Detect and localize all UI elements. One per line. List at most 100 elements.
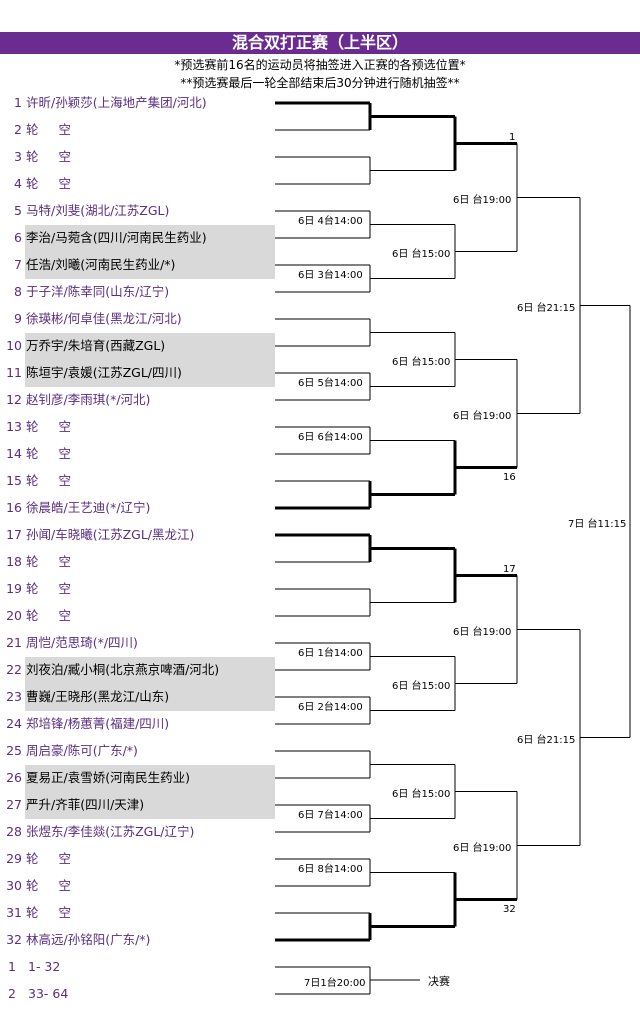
entry-number: 22 xyxy=(6,662,22,677)
r3-match-time: 6日 台19:00 xyxy=(453,194,512,206)
r2-match-time: 6日 台15:00 xyxy=(392,680,451,692)
entry-number: 12 xyxy=(6,392,22,407)
bye-text: 轮 xyxy=(26,608,39,623)
bye-text: 空 xyxy=(58,581,72,596)
final-time-label: 7日1台20:00 xyxy=(304,978,366,989)
entry-number: 11 xyxy=(6,365,22,380)
r3-match-time: 6日 台19:00 xyxy=(453,626,512,638)
r3-match-time: 6日 台19:00 xyxy=(453,842,512,854)
bye-text: 轮 xyxy=(26,149,39,164)
r4-match-time: 6日 台21:15 xyxy=(517,734,576,746)
entry-name: 严升/齐菲(四川/天津) xyxy=(26,797,145,812)
bye-text: 空 xyxy=(58,149,72,164)
entry-number: 23 xyxy=(6,689,22,704)
entry-name: 夏易正/袁雪娇(河南民生药业) xyxy=(26,770,190,785)
entry-number: 15 xyxy=(6,473,22,488)
seed-box xyxy=(25,765,275,819)
draw-entry: 7 任浩/刘曦(河南民生药业/*) xyxy=(0,253,175,277)
entry-name: 周启豪/陈可(广东/*) xyxy=(26,743,138,758)
bye-text: 空 xyxy=(58,554,72,569)
entry-number: 19 xyxy=(6,581,22,596)
entry-name: 许昕/孙颖莎(上海地产集团/河北) xyxy=(26,95,207,110)
r4-match-time: 6日 台21:15 xyxy=(517,302,576,314)
draw-entry: 28 张煜东/李佳燚(江苏ZGL/辽宁) xyxy=(0,820,194,844)
draw-entry: 32 林高远/孙铭阳(广东/*) xyxy=(0,928,150,952)
seed-label: 16 xyxy=(503,471,516,483)
r1-match-time: 6日 8台14:00 xyxy=(298,863,363,875)
bye-text: 轮 xyxy=(26,176,39,191)
entry-name: 赵钊彦/李雨琪(*/河北) xyxy=(26,392,151,407)
final-label: 决赛 xyxy=(428,975,450,988)
bye-text: 轮 xyxy=(26,419,39,434)
entry-number: 7 xyxy=(14,257,22,272)
draw-entry: 19 轮 空 xyxy=(0,577,71,601)
r2-match-time: 6日 台15:00 xyxy=(392,356,451,368)
entry-name: 林高远/孙铭阳(广东/*) xyxy=(26,932,151,947)
seed-label: 1 xyxy=(509,131,516,143)
bye-text: 轮 xyxy=(26,554,39,569)
bye-text: 空 xyxy=(58,446,72,461)
entry-name: 徐晨皓/王艺迪(*/辽宁) xyxy=(26,500,151,515)
entry-number: 14 xyxy=(6,446,22,461)
entry-number: 13 xyxy=(6,419,22,434)
r1-match-time: 6日 5台14:00 xyxy=(298,377,363,389)
entry-name: 张煜东/李佳燚(江苏ZGL/辽宁) xyxy=(26,824,195,839)
bye-text: 空 xyxy=(58,608,72,623)
entry-number: 25 xyxy=(6,743,22,758)
draw-entry: 18 轮 空 xyxy=(0,550,71,574)
bye-text: 空 xyxy=(58,473,72,488)
entry-number: 1 xyxy=(14,95,22,110)
bye-text: 轮 xyxy=(26,878,39,893)
entry-number: 26 xyxy=(6,770,22,785)
draw-entry: 8 于子洋/陈幸同(山东/辽宁) xyxy=(0,280,169,304)
entry-name: 马特/刘斐(湖北/江苏ZGL) xyxy=(26,203,170,218)
entry-name: 孙闻/车晓曦(江苏ZGL/黑龙江) xyxy=(26,527,195,542)
r1-match-time: 6日 2台14:00 xyxy=(298,701,363,713)
bye-text: 空 xyxy=(58,122,72,137)
r2-match-time: 6日 台15:00 xyxy=(392,788,451,800)
entry-number: 21 xyxy=(6,635,22,650)
draw-entry: 12 赵钊彦/李雨琪(*/河北) xyxy=(0,388,150,412)
r1-match-time: 6日 4台14:00 xyxy=(298,215,363,227)
note-line-1: *预选赛前16名的运动员将抽签进入正赛的各预选位置* xyxy=(174,58,466,72)
entry-name: 于子洋/陈幸同(山东/辽宁) xyxy=(26,284,170,299)
entry-number: 24 xyxy=(6,716,22,731)
bye-text: 轮 xyxy=(26,851,39,866)
entry-name: 万乔宇/朱培育(西藏ZGL) xyxy=(26,338,166,353)
entry-number: 18 xyxy=(6,554,22,569)
draw-entry: 26 夏易正/袁雪娇(河南民生药业) xyxy=(0,766,190,790)
entry-name: 任浩/刘曦(河南民生药业/*) xyxy=(26,257,176,272)
entry-number: 3 xyxy=(14,149,22,164)
bye-text: 轮 xyxy=(26,581,39,596)
entry-number: 28 xyxy=(6,824,22,839)
draw-entry: 20 轮 空 xyxy=(0,604,71,628)
draw-entry: 1 许昕/孙颖莎(上海地产集团/河北) xyxy=(0,91,207,115)
entry-number: 32 xyxy=(6,932,22,947)
bye-text: 空 xyxy=(58,851,72,866)
entry-number: 10 xyxy=(6,338,22,353)
entry-number: 6 xyxy=(14,230,22,245)
entry-number: 8 xyxy=(14,284,22,299)
entry-number: 20 xyxy=(6,608,22,623)
r1-match-time: 6日 3台14:00 xyxy=(298,269,363,281)
bye-text: 轮 xyxy=(26,905,39,920)
bye-text: 空 xyxy=(58,878,72,893)
